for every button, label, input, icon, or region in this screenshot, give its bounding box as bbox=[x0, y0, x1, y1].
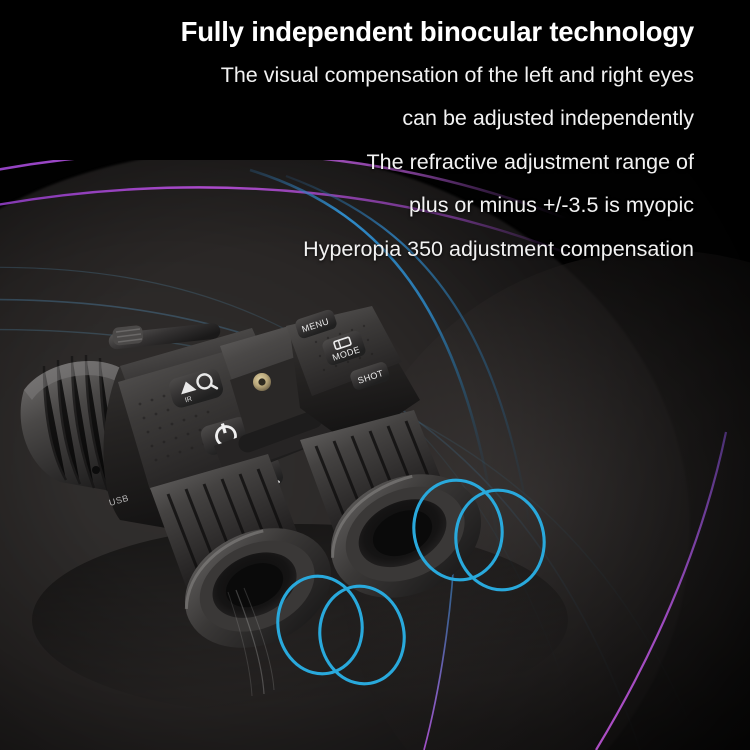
product-image: IR IR USB bbox=[0, 270, 620, 720]
button-menu: MENU bbox=[295, 309, 337, 339]
page-title: Fully independent binocular technology bbox=[180, 16, 695, 47]
svg-text:IR: IR bbox=[184, 396, 193, 405]
body-line-1: The visual compensation of the left and … bbox=[220, 62, 694, 87]
right-body: MENU MODE SHOT bbox=[286, 306, 420, 446]
light-streak bbox=[227, 587, 275, 697]
marketing-copy: Fully independent binocular technology T… bbox=[0, 0, 750, 260]
button-mode: MODE bbox=[322, 331, 366, 365]
body-line-4: plus or minus +/-3.5 is myopic bbox=[409, 193, 694, 217]
button-ir-zoom-in: IR bbox=[169, 368, 223, 408]
header-backdrop bbox=[0, 0, 750, 160]
button-shot: SHOT bbox=[350, 362, 390, 390]
body-line-3: The refractive adjustment range of bbox=[366, 149, 694, 174]
left-eyecup bbox=[184, 528, 332, 648]
left-eyepiece bbox=[150, 454, 332, 648]
body-line-2: can be adjusted independently bbox=[402, 106, 694, 130]
display-icon bbox=[333, 336, 352, 350]
body-line-5: Hyperopia 350 adjustment compensation bbox=[303, 236, 694, 261]
